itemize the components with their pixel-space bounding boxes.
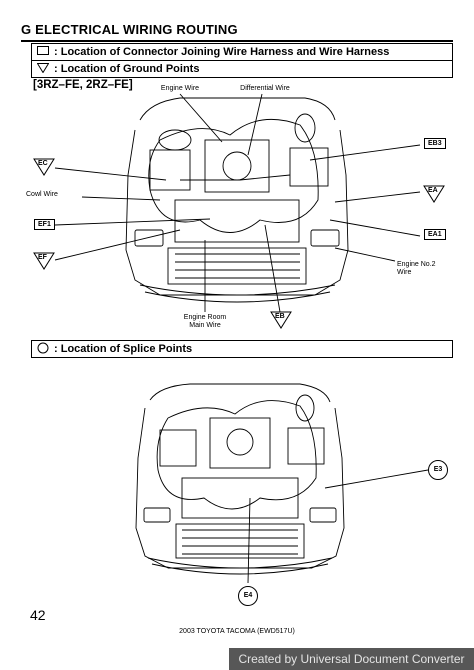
tag-ef1: EF1	[34, 219, 55, 230]
tag-ef: EF	[38, 254, 47, 261]
tag-ec: EC	[38, 160, 48, 167]
differential-wire-label: Differential Wire	[240, 85, 290, 92]
legend-separator: :	[54, 46, 58, 58]
legend-splice-row: : Location of Splice Points	[32, 341, 452, 357]
ground-ea-icon	[423, 185, 445, 203]
legend-connector-label: Location of Connector Joining Wire Harne…	[60, 46, 390, 58]
ground-triangle-icon	[36, 62, 50, 76]
splice-circle-icon	[36, 342, 50, 357]
splice-legend-box: : Location of Splice Points	[31, 340, 453, 358]
title-rule	[21, 40, 453, 42]
bottom-engine-diagram	[135, 383, 429, 584]
engine-variant-heading: [3RZ–FE, 2RZ–FE]	[33, 79, 133, 91]
cowl-wire-label: Cowl Wire	[26, 191, 58, 198]
tag-eb: EB	[275, 313, 285, 320]
ground-ef-icon	[33, 252, 55, 270]
legend-separator: :	[54, 343, 58, 355]
legend-connector-row: : Location of Connector Joining Wire Har…	[32, 44, 452, 60]
section-title: G ELECTRICAL WIRING ROUTING	[21, 22, 238, 37]
engine-room-main-wire-label: Engine Room Main Wire	[183, 314, 227, 329]
connector-box-icon	[36, 46, 50, 58]
tag-e3: E3	[428, 460, 448, 480]
page-number: 42	[30, 607, 46, 623]
tag-e4: E4	[238, 586, 258, 606]
ground-eb-icon	[270, 311, 292, 329]
engine-no2-wire-label: Engine No.2 Wire	[397, 261, 436, 276]
legend-ground-row: : Location of Ground Points	[32, 60, 452, 77]
legend-box: : Location of Connector Joining Wire Har…	[31, 43, 453, 78]
tag-eb3: EB3	[424, 138, 446, 149]
legend-ground-label: Location of Ground Points	[60, 63, 200, 75]
legend-splice-label: Location of Splice Points	[60, 343, 193, 355]
tag-ea: EA	[428, 187, 438, 194]
engine-wire-label: Engine Wire	[160, 85, 200, 92]
tag-ea1: EA1	[424, 229, 446, 240]
converter-watermark: Created by Universal Document Converter	[229, 648, 474, 670]
top-engine-diagram	[54, 93, 421, 313]
model-footer: 2003 TOYOTA TACOMA (EWD517U)	[179, 628, 295, 635]
legend-separator: :	[54, 63, 58, 75]
ground-ec-icon	[33, 158, 55, 176]
